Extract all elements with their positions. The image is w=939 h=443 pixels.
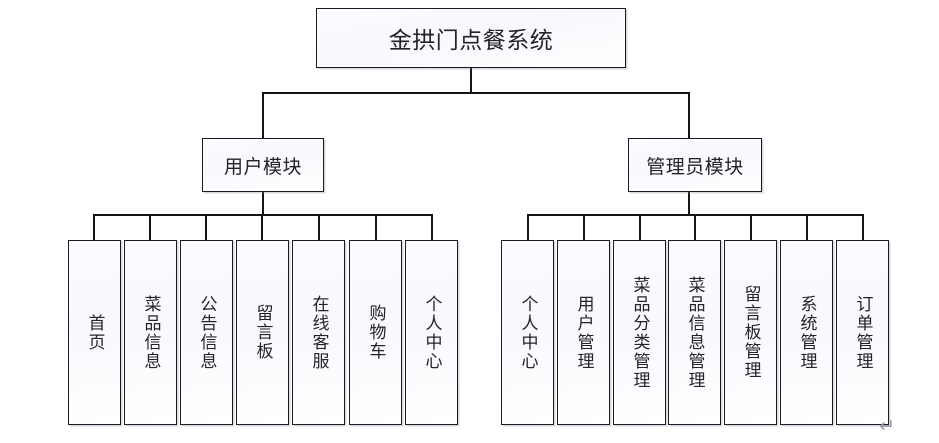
connector-user-leaf-7 (431, 214, 433, 241)
module-node-user-label: 用户模块 (223, 156, 302, 178)
connector-user-leaf-6 (375, 214, 377, 241)
leaf-node-label: 个人中心 (518, 294, 538, 371)
connector-user-leaf-3 (205, 214, 207, 241)
leaf-node-dish-info[interactable]: 菜品信息 (124, 240, 177, 425)
leaf-node-label: 公告信息 (197, 294, 217, 371)
root-node[interactable]: 金拱门点餐系统 (316, 8, 626, 68)
leaf-node-label: 用户管理 (574, 294, 594, 371)
leaf-node-label: 在线客服 (309, 294, 329, 371)
leaf-node-personal-center[interactable]: 个人中心 (405, 240, 458, 425)
leaf-node-label: 购物车 (366, 304, 386, 361)
connector-user-module-stem (262, 192, 264, 215)
leaf-node-dish-info-management[interactable]: 菜品信息管理 (668, 240, 721, 425)
leaf-node-online-service[interactable]: 在线客服 (292, 240, 345, 425)
leaf-node-message-board[interactable]: 留言板 (236, 240, 289, 425)
leaf-node-shopping-cart[interactable]: 购物车 (349, 240, 402, 425)
leaf-node-user-management[interactable]: 用户管理 (557, 240, 610, 425)
connector-user-leaf-1 (93, 214, 95, 241)
connector-admin-leaf-5 (750, 214, 752, 241)
leaf-node-label: 订单管理 (853, 294, 873, 371)
leaf-node-label: 留言板 (253, 304, 273, 361)
leaf-node-order-management[interactable]: 订单管理 (836, 240, 889, 425)
connector-admin-leaf-2 (583, 214, 585, 241)
root-node-label: 金拱门点餐系统 (388, 28, 554, 53)
connector-to-user-module (262, 92, 264, 139)
connector-admin-module-stem (688, 192, 690, 215)
leaf-node-admin-personal-center[interactable]: 个人中心 (501, 240, 554, 425)
leaf-node-label: 首页 (85, 313, 105, 352)
leaf-node-dish-category-management[interactable]: 菜品分类管理 (613, 240, 666, 425)
connector-root-stem (470, 67, 472, 94)
module-node-user[interactable]: 用户模块 (202, 138, 324, 192)
leaf-node-message-board-management[interactable]: 留言板管理 (724, 240, 777, 425)
connector-admin-leaf-3 (639, 214, 641, 241)
leaf-node-notice-info[interactable]: 公告信息 (180, 240, 233, 425)
leaf-node-label: 个人中心 (422, 294, 442, 371)
connector-admin-leaf-1 (527, 214, 529, 241)
connector-to-admin-module (688, 92, 690, 139)
module-node-admin-label: 管理员模块 (646, 156, 744, 178)
connector-user-leaf-4 (261, 214, 263, 241)
connector-admin-leaf-7 (862, 214, 864, 241)
leaf-node-label: 系统管理 (797, 294, 817, 371)
connector-level1-bus (262, 92, 690, 94)
module-node-admin[interactable]: 管理员模块 (628, 138, 762, 192)
leaf-node-system-management[interactable]: 系统管理 (780, 240, 833, 425)
connector-user-leaf-2 (149, 214, 151, 241)
connector-admin-leaf-4 (694, 214, 696, 241)
leaf-node-label: 留言板管理 (741, 285, 761, 380)
connector-admin-leaf-6 (806, 214, 808, 241)
paragraph-mark-icon: ↵ (879, 415, 895, 437)
leaf-node-label: 菜品信息管理 (685, 275, 705, 390)
leaf-node-home[interactable]: 首页 (68, 240, 121, 425)
leaf-node-label: 菜品信息 (141, 294, 161, 371)
leaf-node-label: 菜品分类管理 (630, 275, 650, 390)
connector-user-leaf-5 (318, 214, 320, 241)
